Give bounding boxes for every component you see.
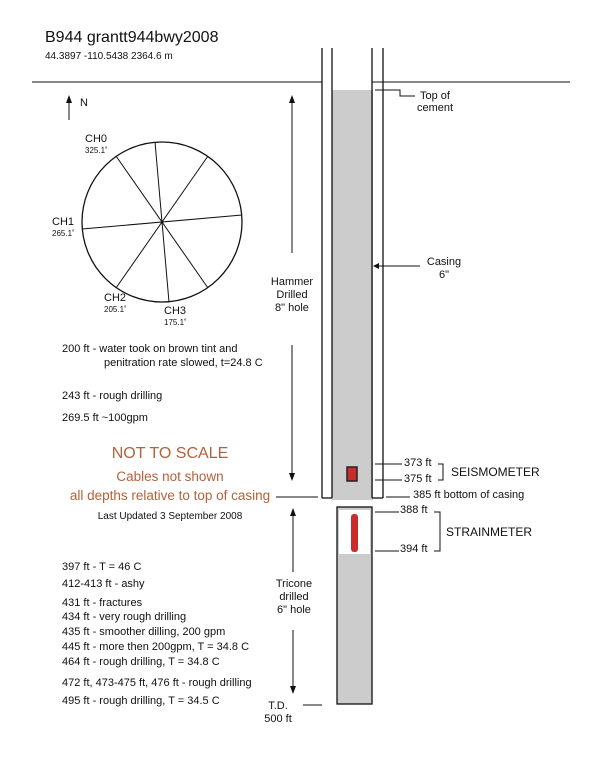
note-495ft: 495 ft - rough drilling, T = 34.5 C xyxy=(62,695,220,707)
page-title: B944 grantt944bwy2008 xyxy=(45,29,219,46)
strainmeter-symbol xyxy=(351,514,358,552)
depth-373: 373 ft xyxy=(404,457,432,469)
not-to-scale-title: NOT TO SCALE xyxy=(111,445,229,462)
station-coordinates: 44.3897 -110.5438 2364.6 m xyxy=(45,51,173,62)
depth-388: 388 ft xyxy=(400,504,428,516)
note-200ft: 200 ft - water took on brown tint and xyxy=(62,343,238,355)
depth-bottom-casing: 385 ft bottom of casing xyxy=(413,489,525,501)
note-397ft: 397 ft - T = 46 C xyxy=(62,561,142,573)
note-434ft: 434 ft - very rough drilling xyxy=(62,611,187,623)
total-depth-label: T.D.500 ft xyxy=(264,700,292,725)
ch2-angle: 205.1˚ xyxy=(104,305,127,314)
ch3-angle: 175.1˚ xyxy=(164,318,187,327)
ch0-angle: 325.1˚ xyxy=(85,146,108,155)
note-472ft: 472 ft, 473-475 ft, 476 ft - rough drill… xyxy=(62,677,252,689)
depth-375: 375 ft xyxy=(404,473,432,485)
strainmeter-label: STRAINMETER xyxy=(446,525,533,539)
note-412ft: 412-413 ft - ashy xyxy=(62,578,145,590)
ch1-label: CH1 xyxy=(52,216,75,228)
seismometer-label: SEISMOMETER xyxy=(451,465,540,479)
depth-394: 394 ft xyxy=(400,543,428,555)
last-updated: Last Updated 3 September 2008 xyxy=(97,511,243,522)
note-445ft: 445 ft - more then 200gpm, T = 34.8 C xyxy=(62,641,250,653)
ch0-label: CH0 xyxy=(85,133,108,145)
note-269ft: 269.5 ft ~100gpm xyxy=(62,412,148,424)
channel-compass xyxy=(81,141,243,303)
note-200ft-cont: penitration rate slowed, t=24.8 C xyxy=(104,357,263,369)
seismometer-symbol xyxy=(346,466,358,482)
ch3-label: CH3 xyxy=(164,305,187,317)
depth-reference-note: all depths relative to top of casing xyxy=(69,488,271,503)
cement-fill xyxy=(332,90,373,500)
ch2-label: CH2 xyxy=(104,292,127,304)
note-431ft: 431 ft - fractures xyxy=(62,597,143,609)
note-435ft: 435 ft - smoother dilling, 200 gpm xyxy=(62,626,226,638)
ch1-angle: 265.1˚ xyxy=(52,229,75,238)
cables-note: Cables not shown xyxy=(116,469,224,484)
note-243ft: 243 ft - rough drilling xyxy=(62,390,163,402)
note-464ft: 464 ft - rough drilling, T = 34.8 C xyxy=(62,656,220,668)
north-label: N xyxy=(80,97,88,109)
